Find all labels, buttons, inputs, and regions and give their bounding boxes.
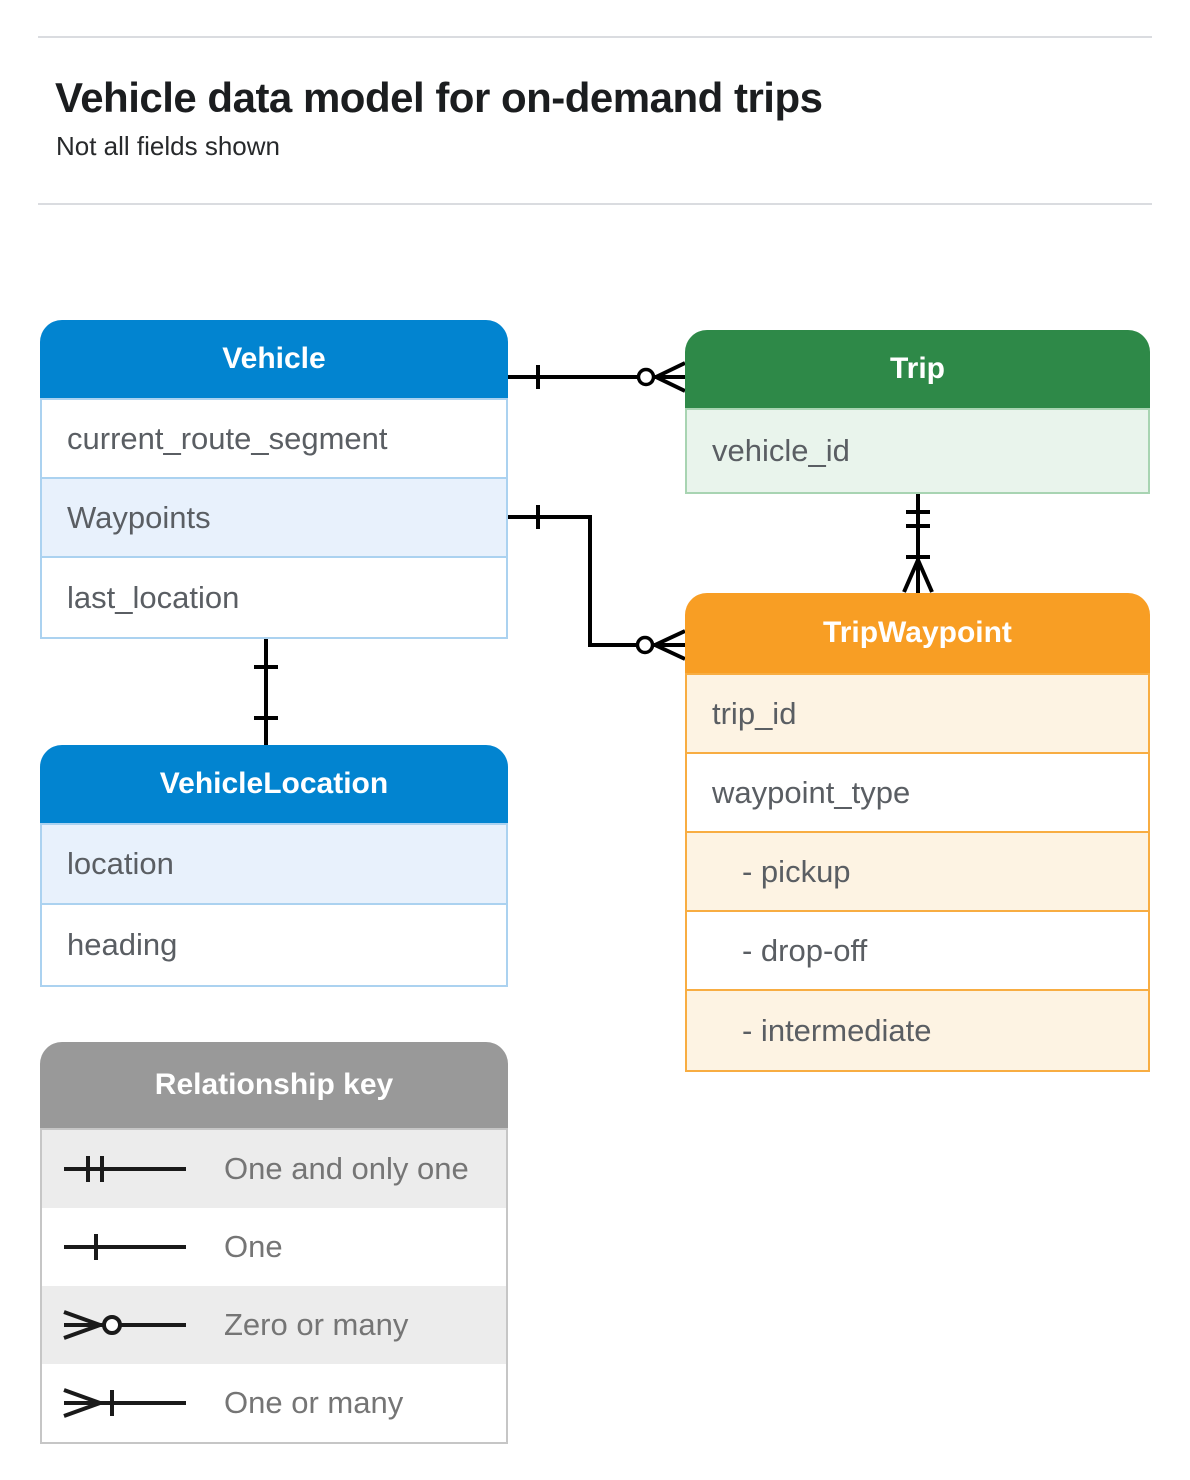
page-subtitle: Not all fields shown — [56, 131, 280, 161]
one-and-only-one-icon — [64, 1156, 186, 1182]
entity-vehiclelocation-fields: location heading — [40, 823, 508, 987]
entity-vehiclelocation-title: VehicleLocation — [40, 745, 508, 823]
divider-top — [38, 36, 1152, 38]
field-location: location — [42, 825, 506, 905]
relationship-key-items: One and only one One Zero or many — [40, 1128, 508, 1444]
entity-trip: Trip vehicle_id — [685, 330, 1150, 494]
one-icon — [64, 1234, 186, 1260]
field-waypoint-type: waypoint_type — [687, 754, 1148, 833]
field-waypoint-type-dropoff: - drop-off — [687, 912, 1148, 991]
entity-tripwaypoint: TripWaypoint trip_id waypoint_type - pic… — [685, 593, 1150, 1072]
field-vehicle-id: vehicle_id — [687, 410, 1148, 492]
relationship-key: Relationship key One and only one One — [40, 1042, 508, 1444]
legend-item-one-and-only-one: One and only one — [42, 1130, 506, 1208]
field-current-route-segment: current_route_segment — [42, 400, 506, 479]
page-title: Vehicle data model for on-demand trips — [55, 74, 823, 121]
legend-item-zero-or-many: Zero or many — [42, 1286, 506, 1364]
entity-trip-title: Trip — [685, 330, 1150, 408]
connector-vehicle-waypoints-tripwaypoint — [508, 505, 686, 661]
entity-vehicle: Vehicle current_route_segment Waypoints … — [40, 320, 508, 639]
connector-vehicle-vehiclelocation — [254, 635, 278, 745]
legend-item-label: One and only one — [224, 1151, 469, 1186]
legend-item-one-or-many: One or many — [42, 1364, 506, 1442]
entity-tripwaypoint-title: TripWaypoint — [685, 593, 1150, 673]
entity-vehicle-title: Vehicle — [40, 320, 508, 398]
legend-item-label: One — [224, 1229, 283, 1264]
connector-vehicle-trip — [508, 361, 686, 393]
field-last-location: last_location — [42, 558, 506, 637]
one-or-many-icon — [63, 1388, 186, 1418]
field-waypoint-type-intermediate: - intermediate — [687, 991, 1148, 1070]
connector-trip-tripwaypoint — [902, 490, 934, 593]
divider-bottom — [38, 203, 1152, 205]
legend-item-label: Zero or many — [224, 1307, 409, 1342]
entity-trip-fields: vehicle_id — [685, 408, 1150, 494]
legend-item-label: One or many — [224, 1385, 404, 1420]
entity-tripwaypoint-fields: trip_id waypoint_type - pickup - drop-of… — [685, 673, 1150, 1072]
entity-vehiclelocation: VehicleLocation location heading — [40, 745, 508, 987]
field-waypoint-type-pickup: - pickup — [687, 833, 1148, 912]
zero-or-many-icon — [63, 1310, 186, 1340]
field-waypoints: Waypoints — [42, 479, 506, 558]
relationship-key-title: Relationship key — [40, 1042, 508, 1128]
field-trip-id: trip_id — [687, 675, 1148, 754]
field-heading: heading — [42, 905, 506, 985]
legend-item-one: One — [42, 1208, 506, 1286]
entity-vehicle-fields: current_route_segment Waypoints last_loc… — [40, 398, 508, 639]
